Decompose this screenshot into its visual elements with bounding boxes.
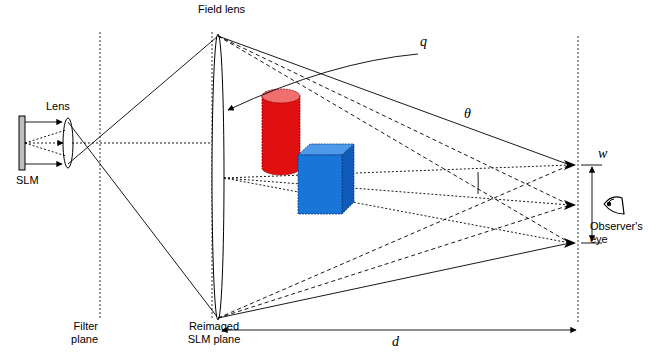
- device-label: SLM: [16, 174, 39, 187]
- plane-label: Filter plane: [58, 320, 98, 345]
- slm-panel: [19, 116, 25, 170]
- viewing-rays: [218, 36, 570, 318]
- plane-label: Reimaged SLM plane: [182, 320, 246, 345]
- blue-cube: [298, 144, 354, 214]
- eye-points: [564, 160, 576, 248]
- d-dimension: [222, 330, 576, 331]
- dimension-symbol: d: [392, 334, 399, 350]
- lens-label: Field lens: [198, 3, 245, 16]
- angle-symbol: θ: [463, 106, 472, 122]
- dimension-symbol: w: [598, 146, 607, 162]
- lens-label: Lens: [46, 100, 70, 113]
- q-leader: [228, 54, 418, 110]
- angle-symbol: q: [420, 34, 427, 50]
- field-lens: [212, 34, 224, 320]
- red-cylinder: [262, 89, 300, 175]
- eye-icon: [604, 197, 624, 214]
- observer-label: Observer's eye: [590, 220, 644, 245]
- slm-rays: [25, 36, 218, 318]
